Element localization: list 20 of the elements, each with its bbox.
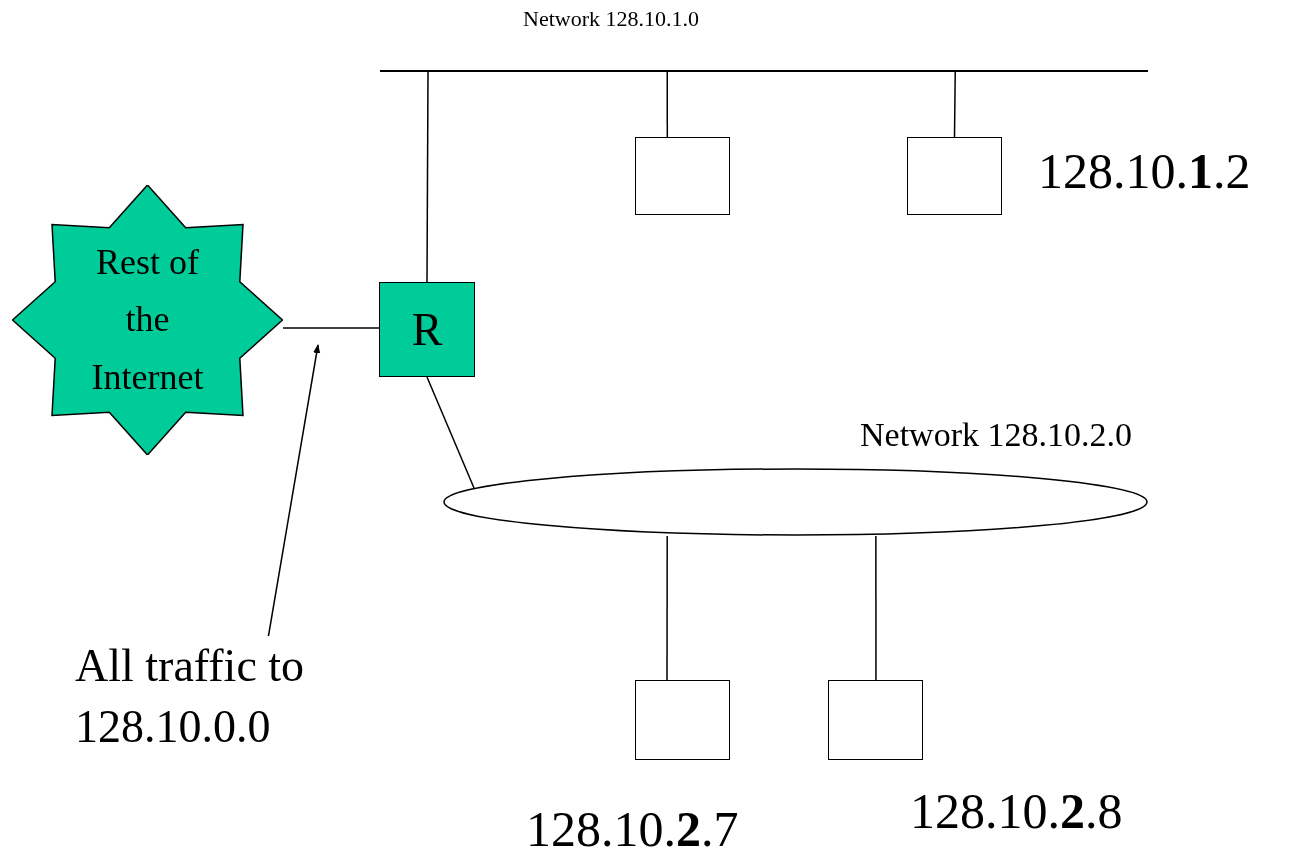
- annotation-text: All traffic to 128.10.0.0: [75, 639, 306, 754]
- ip-address-label: 128.10.1.2: [1038, 146, 1251, 196]
- host-box: [635, 680, 730, 760]
- connector-line: [426, 71, 429, 283]
- connector-line: [875, 535, 877, 681]
- network-label: Network 128.10.1.0: [523, 8, 699, 30]
- arrow: [267, 344, 321, 637]
- ip-address-label: 128.10.2.8: [910, 786, 1123, 836]
- host-box: [828, 680, 923, 760]
- connector-line: [953, 71, 956, 138]
- network-label: Network 128.10.2.0: [860, 418, 1132, 452]
- connector-line: [282, 327, 380, 329]
- connector-line: [426, 376, 475, 489]
- cloud-label: Rest of the Internet: [90, 240, 205, 399]
- connector-line: [666, 535, 668, 681]
- connector-line: [666, 71, 669, 138]
- host-box: [907, 137, 1002, 215]
- host-box: [635, 137, 730, 215]
- router-box: R: [379, 282, 475, 377]
- ip-address-label: 128.10.2.7: [526, 804, 739, 854]
